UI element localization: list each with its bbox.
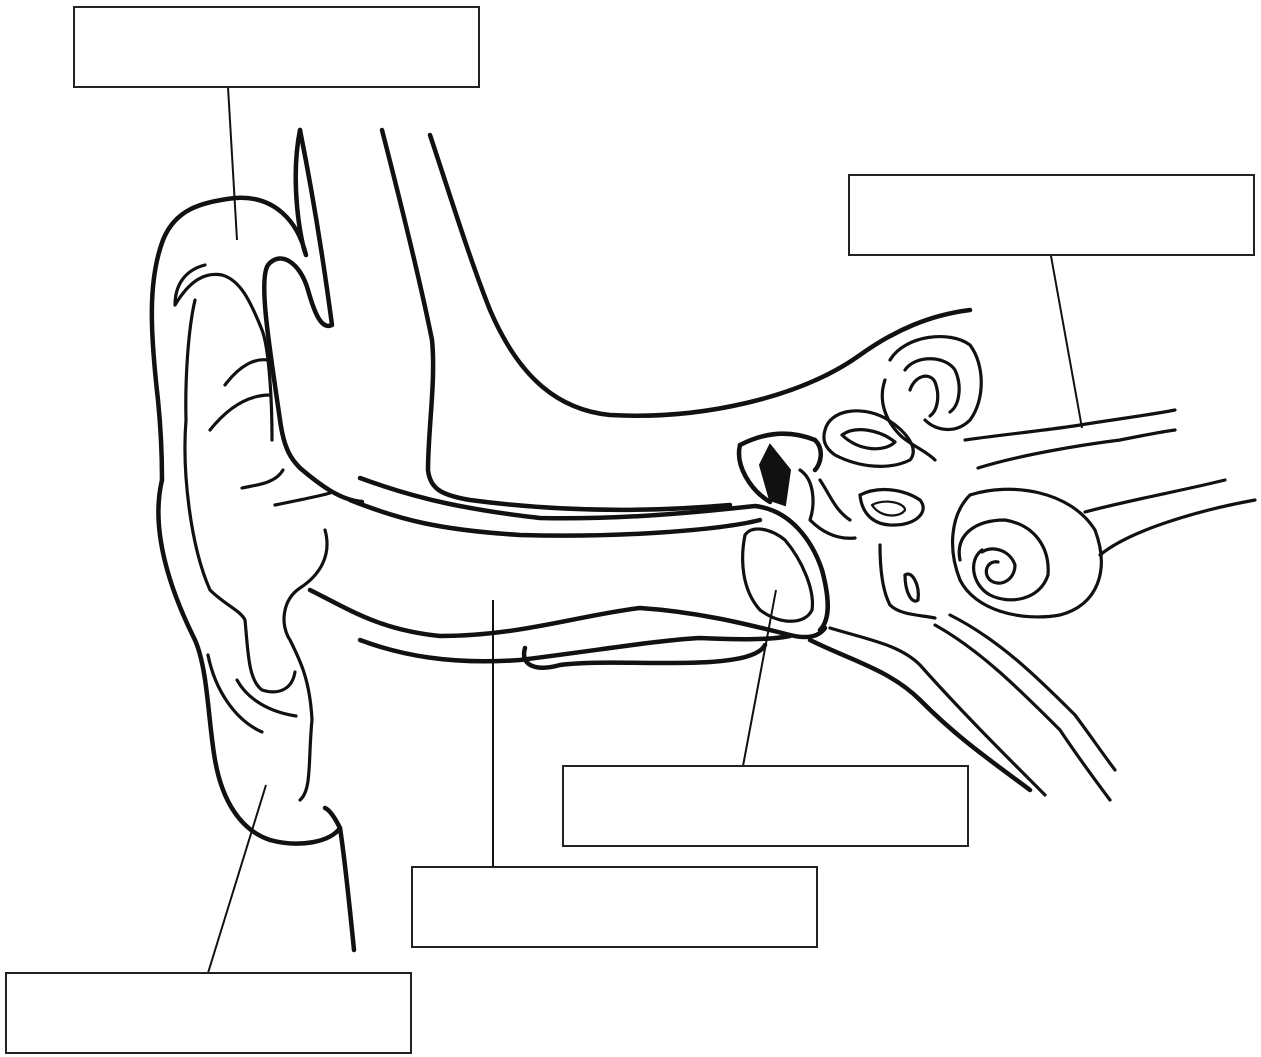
- label-box-earlobe[interactable]: [5, 972, 412, 1054]
- ear-canal-drawing: [310, 478, 828, 668]
- cochlea-drawing: [880, 480, 1255, 618]
- semicircular-canals-drawing: [824, 337, 1175, 468]
- leader-line-pinna: [228, 87, 237, 240]
- label-box-ear-canal[interactable]: [411, 866, 818, 948]
- outer-ear: [152, 130, 362, 950]
- leader-line-cochlea: [1051, 256, 1082, 428]
- leader-line-eardrum: [743, 590, 776, 766]
- label-box-cochlea[interactable]: [848, 174, 1255, 256]
- middle-ear-drawing: [739, 434, 923, 622]
- label-box-eardrum[interactable]: [562, 765, 969, 847]
- label-box-pinna[interactable]: [73, 6, 480, 88]
